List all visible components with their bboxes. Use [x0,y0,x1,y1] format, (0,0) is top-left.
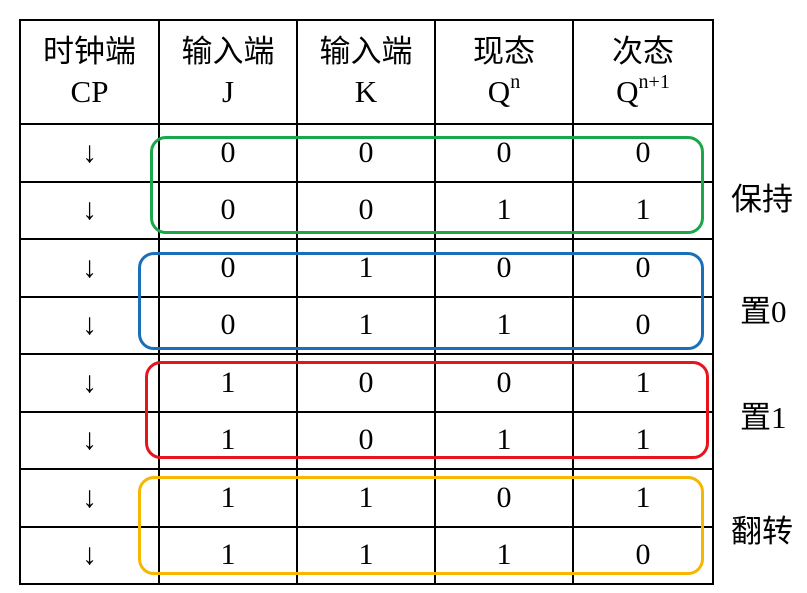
header-qn: 现态 Qn [434,19,574,125]
group-box-reset [138,252,704,350]
header-label: 现态 [473,34,535,69]
qn1-cell: 1 [572,410,714,470]
group-box-toggle [138,476,704,575]
cp-cell: ↓ [19,410,160,470]
cp-cell: ↓ [19,180,160,240]
group-label-toggle: 翻转 [731,514,793,549]
group-label-hold: 保持 [731,182,793,217]
k-cell: 0 [296,410,436,470]
j-cell: 1 [158,410,298,470]
k-cell: 0 [296,123,436,183]
qn-cell: 1 [434,180,574,240]
header-superscript: n+1 [638,71,670,93]
group-label-reset: 置0 [740,294,787,329]
cp-cell: ↓ [19,295,160,355]
cp-cell: ↓ [19,353,160,413]
qn-cell: 1 [434,410,574,470]
k-cell: 1 [296,238,436,298]
j-cell: 1 [158,525,298,585]
k-cell: 1 [296,295,436,355]
qn-cell: 1 [434,295,574,355]
header-row: 时钟端 CP 输入端 J 输入端 K 现态 Qn 次态 Qn+1 [19,19,714,125]
header-symbol: J [221,74,235,109]
cp-cell: ↓ [19,468,160,528]
header-label: 时钟端 [43,34,136,69]
cp-cell: ↓ [19,525,160,585]
header-j: 输入端 J [158,19,298,125]
j-cell: 0 [158,180,298,240]
j-cell: 0 [158,295,298,355]
header-k: 输入端 K [296,19,436,125]
cp-cell: ↓ [19,238,160,298]
k-cell: 1 [296,525,436,585]
group-box-hold [150,136,704,234]
qn1-cell: 0 [572,123,714,183]
qn-cell: 0 [434,123,574,183]
header-symbol: CP [70,74,109,109]
header-label: 输入端 [319,34,413,69]
qn-cell: 1 [434,525,574,585]
header-symbol: K [354,74,378,109]
header-qn1: 次态 Qn+1 [572,19,714,125]
group-label-set: 置1 [740,400,787,435]
header-superscript: n [510,71,521,93]
cp-cell: ↓ [19,123,160,183]
j-cell: 0 [158,238,298,298]
j-cell: 0 [158,123,298,183]
header-label: 次态 [612,34,674,69]
group-box-set [145,361,709,459]
qn-cell: 0 [434,238,574,298]
header-symbol: Q [616,74,639,109]
header-label: 输入端 [181,34,275,69]
k-cell: 0 [296,180,436,240]
header-symbol: Q [487,74,511,109]
qn1-cell: 0 [572,525,714,585]
header-cp: 时钟端 CP [19,19,160,125]
